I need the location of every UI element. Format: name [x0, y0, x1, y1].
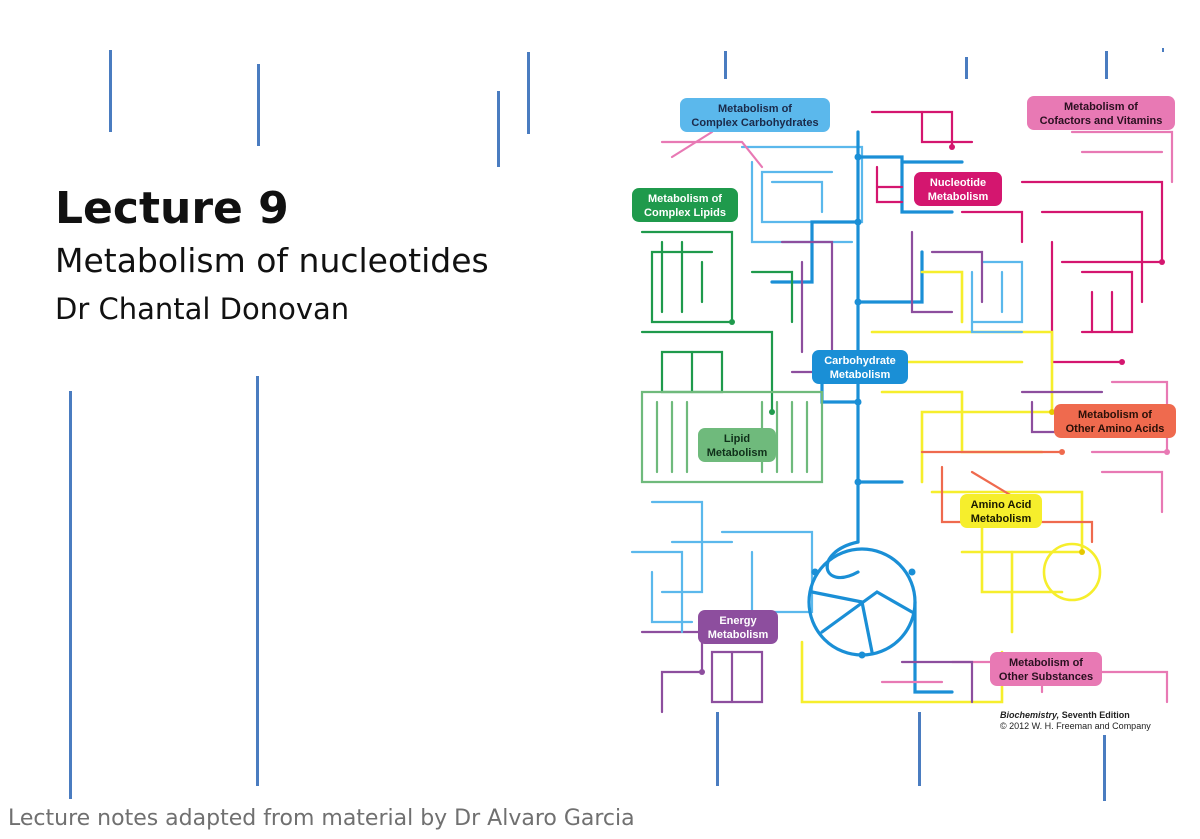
- label-amino-acid-line2: Metabolism: [971, 513, 1032, 525]
- label-lipid-line2: Metabolism: [707, 447, 768, 459]
- label-other-substances: Metabolism of Other Substances: [990, 652, 1102, 686]
- label-amino-acid-line1: Amino Acid: [971, 499, 1032, 511]
- metabolic-pathway-map: Metabolism of Complex Carbohydrates Meta…: [630, 96, 1176, 714]
- lecture-author: Dr Chantal Donovan: [55, 292, 350, 326]
- decorative-line: [69, 391, 72, 799]
- label-cofactors-line2: Cofactors and Vitamins: [1040, 115, 1163, 127]
- label-complex-carbohydrates: Metabolism of Complex Carbohydrates: [680, 98, 830, 132]
- decorative-line: [527, 52, 530, 134]
- label-energy-line2: Metabolism: [708, 629, 769, 641]
- label-cofactors-line1: Metabolism of: [1064, 101, 1138, 113]
- decorative-line: [497, 91, 500, 167]
- decorative-line: [724, 51, 727, 79]
- decorative-line: [965, 57, 968, 79]
- label-nucleotide-line2: Metabolism: [928, 191, 989, 203]
- label-other-substances-line1: Metabolism of: [1009, 657, 1083, 669]
- label-other-substances-line2: Other Substances: [999, 671, 1093, 683]
- label-cofactors-vitamins: Metabolism of Cofactors and Vitamins: [1027, 96, 1175, 130]
- decorative-line: [1103, 735, 1106, 801]
- decorative-line: [257, 64, 260, 146]
- label-complex-lipids: Metabolism of Complex Lipids: [632, 188, 738, 222]
- decorative-line: [918, 712, 921, 786]
- label-complex-carbohydrates-line1: Metabolism of: [718, 103, 792, 115]
- decorative-line: [109, 50, 112, 132]
- label-amino-acid-metabolism: Amino Acid Metabolism: [960, 494, 1042, 528]
- credit-edition: Seventh Edition: [1059, 710, 1130, 720]
- lecture-subtitle: Metabolism of nucleotides: [55, 241, 489, 280]
- label-nucleotide-line1: Nucleotide: [930, 177, 986, 189]
- label-lipid-metabolism: Lipid Metabolism: [698, 428, 776, 462]
- label-complex-carbohydrates-line2: Complex Carbohydrates: [691, 117, 818, 129]
- label-complex-lipids-line2: Complex Lipids: [644, 207, 726, 219]
- decorative-line: [1105, 51, 1108, 79]
- decorative-line: [1162, 48, 1164, 52]
- credit-copyright: © 2012 W. H. Freeman and Company: [1000, 721, 1151, 731]
- label-complex-lipids-line1: Metabolism of: [648, 193, 722, 205]
- title-block: Lecture 9 Metabolism of nucleotides Dr C…: [55, 183, 489, 329]
- label-energy-line1: Energy: [719, 615, 757, 627]
- label-other-amino-line1: Metabolism of: [1078, 409, 1152, 421]
- label-lipid-line1: Lipid: [724, 433, 750, 445]
- label-carbohydrate-line1: Carbohydrate: [824, 355, 896, 367]
- decorative-line: [256, 376, 259, 786]
- label-nucleotide-metabolism: Nucleotide Metabolism: [914, 172, 1002, 206]
- footer-attribution: Lecture notes adapted from material by D…: [8, 806, 635, 831]
- pathway-nodes: [699, 144, 1170, 675]
- figure-credit: Biochemistry, Seventh Edition © 2012 W. …: [1000, 710, 1151, 732]
- decorative-line: [716, 712, 719, 786]
- label-other-amino-acids: Metabolism of Other Amino Acids: [1054, 404, 1176, 438]
- lecture-title: Lecture 9: [55, 183, 289, 234]
- label-other-amino-line2: Other Amino Acids: [1066, 423, 1165, 435]
- credit-book-title: Biochemistry,: [1000, 710, 1060, 720]
- label-energy-metabolism: Energy Metabolism: [698, 610, 778, 644]
- label-carbohydrate-line2: Metabolism: [830, 369, 891, 381]
- label-carbohydrate-metabolism: Carbohydrate Metabolism: [812, 350, 908, 384]
